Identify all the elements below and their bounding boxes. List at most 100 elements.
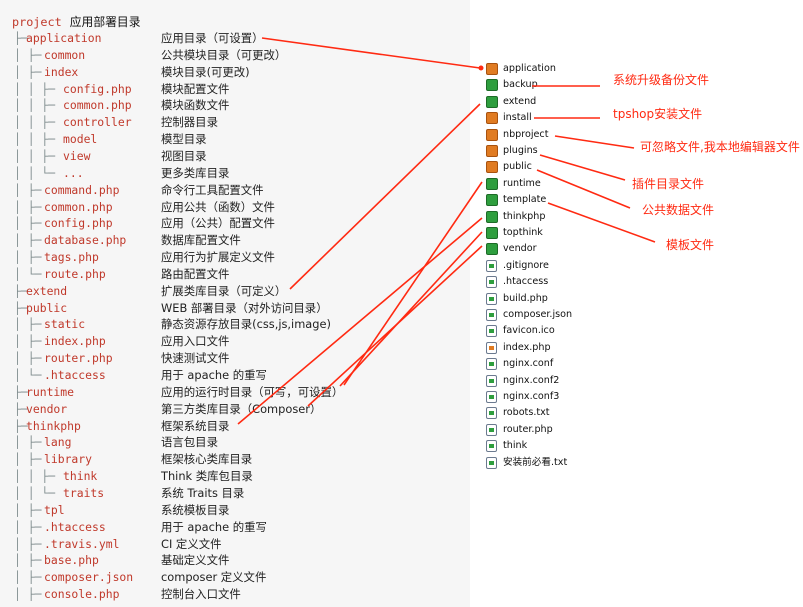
tree-item-name: static [44,317,86,332]
tree-item-name: ... [63,165,84,180]
file-entry-label: nginx.conf2 [503,374,560,386]
tree-branch-guide: │ │ ├─ [14,115,56,130]
tree-item-name: tpl [44,502,65,517]
tree-item-desc: Think 类库包目录 [161,469,253,484]
folder-warning-icon [486,63,498,75]
file-entry-label: install [503,112,532,124]
tree-item-desc: 控制台入口文件 [161,587,241,602]
tree-item-name: index.php [44,334,106,349]
tree-item-desc: 应用入口文件 [161,334,230,349]
tree-item-name: common.php [63,98,132,113]
file-icon [486,259,497,272]
file-icon [486,276,497,289]
tree-branch-guide: │ ├─ [14,536,42,551]
tree-branch-guide: │ ├─ [14,216,42,231]
tree-item-name: index [44,64,79,79]
folder-icon [486,79,498,92]
file-entry-label: router.php [503,423,553,435]
tree-item-desc: 系统 Traits 目录 [161,485,245,500]
php-file-icon [486,341,497,354]
annotation-plugins: 插件目录文件 [632,177,705,191]
tree-root-name: project [12,15,62,29]
tree-item-name: traits [63,485,105,500]
tree-row: │ │ └─ traits 系统 Traits 目录 [0,485,470,502]
tree-item-desc: 模块配置文件 [161,81,230,96]
file-entry-label: robots.txt [503,407,550,419]
annotation-public: 公共数据文件 [642,203,715,217]
file-entry-label: thinkphp [503,210,546,222]
tree-item-desc: 框架核心类库目录 [161,452,253,467]
tree-item-desc: 视图目录 [161,148,207,163]
tree-item-name: config.php [44,216,113,231]
file-entry-label: 安装前必看.txt [503,456,568,468]
tree-branch-guide: ├─ [14,31,28,45]
tree-item-name: lang [44,435,72,450]
tree-branch-guide: │ ├─ [14,64,42,79]
tree-item-desc: 第三方类库目录（Composer） [161,401,322,416]
tree-branch-guide: │ ├─ [14,351,42,366]
tree-item-name: .travis.yml [44,536,120,551]
file-entry-label: template [503,194,547,206]
tree-branch-guide: │ │ └─ [14,485,56,500]
tree-item-desc: 模块目录(可更改) [161,64,250,79]
file-entry-label: public [503,161,532,173]
tree-row: │ │ └─...更多类库目录 [0,165,470,182]
tree-branch-guide: │ └─ [14,368,42,382]
file-entry-label: think [503,440,528,452]
tree-item-name: .htaccess [44,519,106,534]
tree-branch-guide: │ ├─ [14,233,42,248]
tree-branch-guide: │ ├─ [14,199,42,214]
tree-item-name: vendor [26,401,68,416]
tree-item-name: route.php [44,266,106,281]
tree-root-desc: 应用部署目录 [69,15,141,29]
tree-branch-guide: │ ├─ [14,587,42,602]
folder-warning-icon [486,145,498,157]
folder-icon [486,243,498,256]
tree-item-name: public [26,300,68,315]
file-entry-label: runtime [503,177,541,189]
tree-item-desc: 应用（公共）配置文件 [161,216,275,231]
annotation-nbproject: 可忽略文件,我本地编辑器文件 [640,140,800,154]
tree-item-desc: CI 定义文件 [161,536,222,551]
tree-item-desc: 快速测试文件 [161,351,230,366]
tree-row: │ ├─config.php 应用（公共）配置文件 [0,215,470,232]
tree-branch-guide: │ ├─ [14,334,42,349]
file-icon [486,309,497,321]
file-entry-label: composer.json [503,309,573,320]
tree-item-name: command.php [44,182,120,197]
tree-branch-guide: │ └─ [14,266,42,281]
tree-branch-guide: ├─ [14,300,28,315]
tree-item-desc: 语言包目录 [161,435,218,450]
tree-branch-guide: │ ├─ [14,435,42,450]
tree-item-name: tags.php [44,250,99,265]
folder-icon [486,194,498,207]
file-icon [486,292,497,305]
tree-item-name: router.php [44,351,113,366]
tree-item-desc: 用于 apache 的重写 [161,368,267,382]
tree-row: │ ├─lang 语言包目录 [0,434,470,451]
tree-branch-guide: │ ├─ [14,519,42,534]
tree-branch-guide: │ ├─ [14,47,42,62]
tree-branch-guide: ├─ [14,418,28,433]
folder-icon [486,210,498,223]
file-entry-label: .gitignore [503,259,549,271]
tree-item-name: runtime [26,384,75,399]
file-icon [486,358,497,371]
tree-branch-guide: │ ├─ [14,182,42,197]
tree-item-desc: 更多类库目录 [161,165,230,180]
folder-icon [486,177,498,190]
tree-item-desc: 静态资源存放目录(css,js,image) [161,317,331,332]
tree-item-name: view [63,148,91,163]
